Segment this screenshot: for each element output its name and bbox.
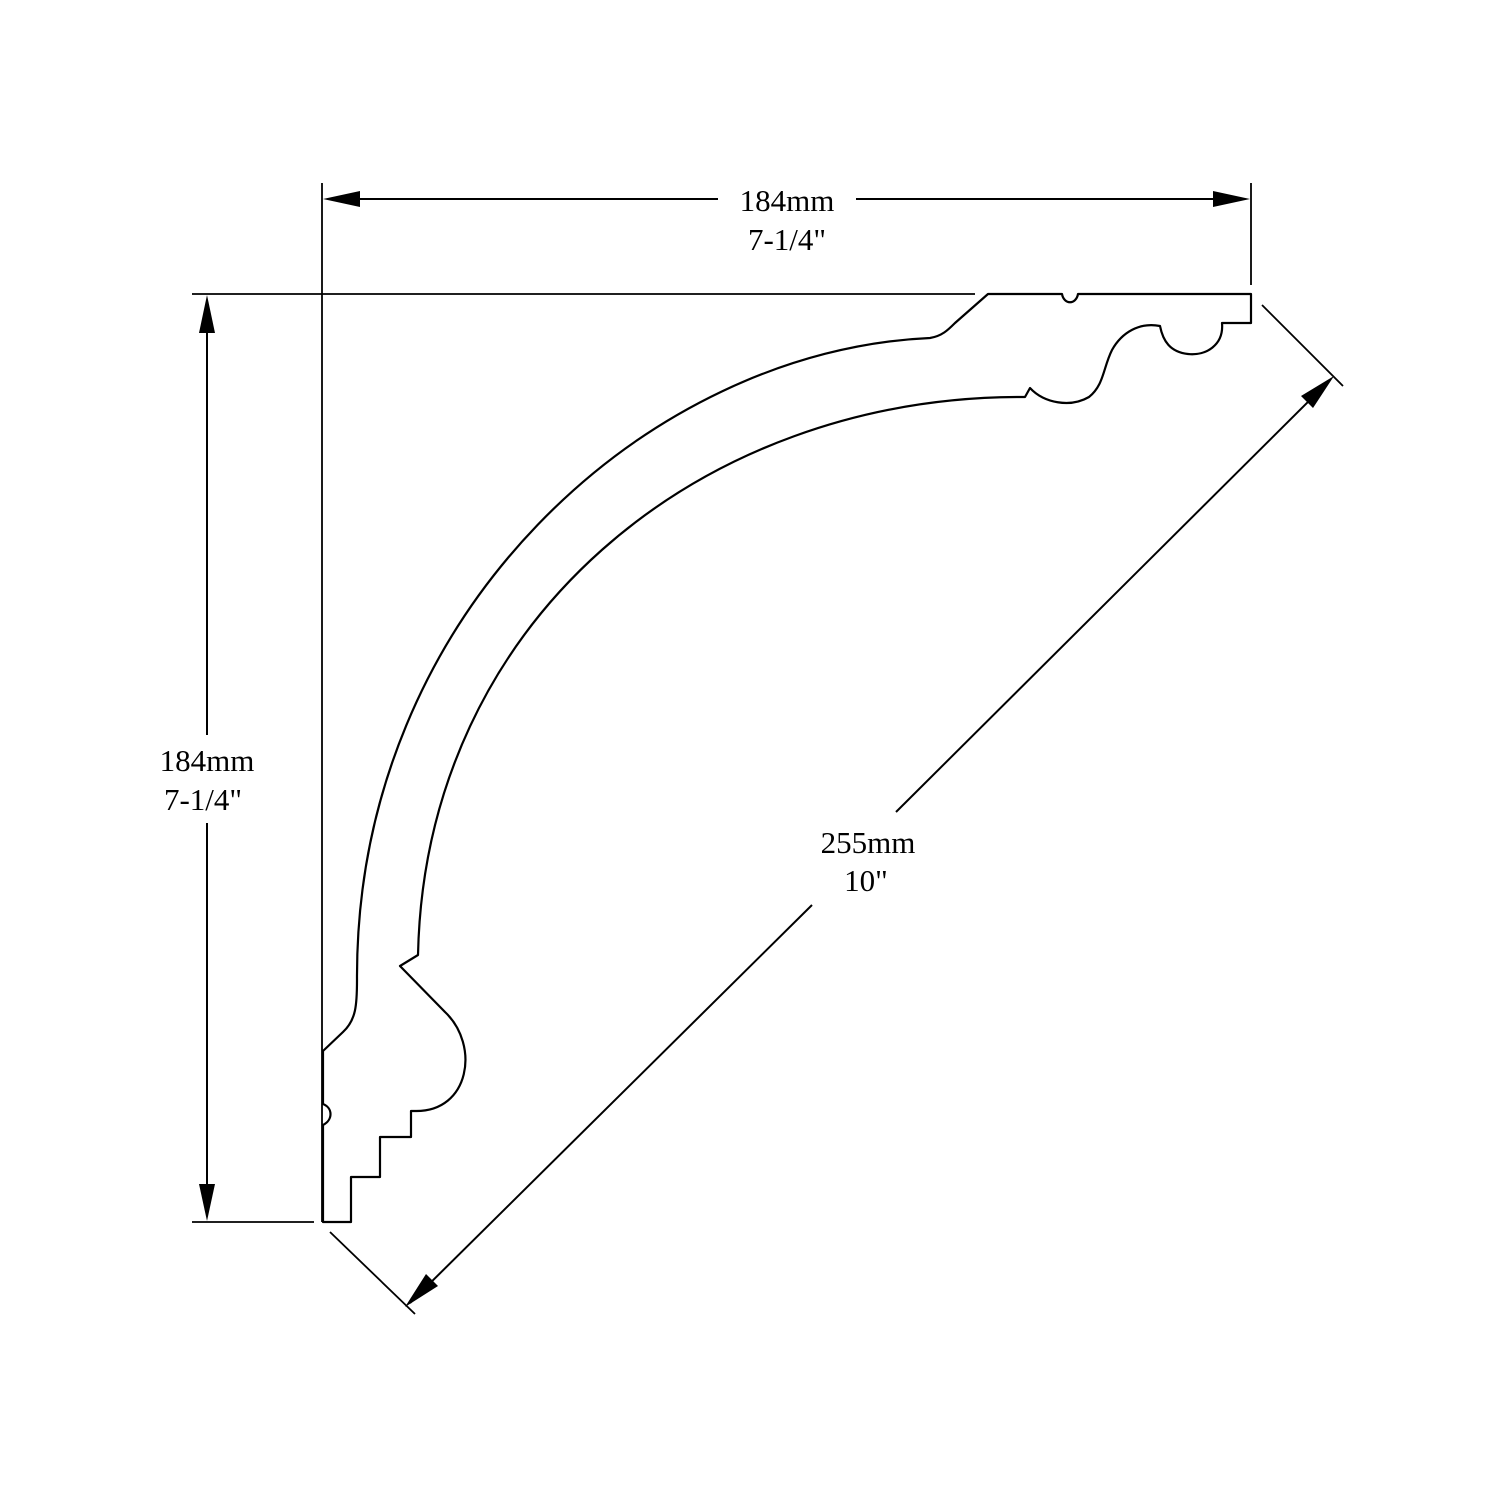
left-dim-imperial: 7-1/4"	[164, 782, 242, 817]
top-dim-imperial: 7-1/4"	[748, 222, 826, 257]
diag-dim-imperial: 10"	[844, 863, 888, 898]
left-dimension: 184mm 7-1/4"	[160, 295, 255, 1221]
molding-profile-outline	[321, 292, 1253, 1224]
diag-dim-arrow-upper	[1301, 376, 1334, 408]
diag-dim-line-upper	[895, 379, 1331, 813]
extension-lines	[192, 183, 1344, 1315]
ext-line-diag-top	[1261, 304, 1344, 387]
ext-line-diag-bottom	[329, 1231, 416, 1315]
left-dim-arrow-bottom	[199, 1184, 215, 1221]
top-dim-arrow-right	[1213, 191, 1250, 207]
top-dimension: 184mm 7-1/4"	[323, 183, 1250, 257]
diag-dim-arrow-lower	[405, 1274, 438, 1307]
left-dim-arrow-top	[199, 295, 215, 333]
diagonal-dimension: 255mm 10"	[405, 376, 1334, 1307]
diag-dim-line-lower	[409, 904, 813, 1304]
left-dim-metric: 184mm	[160, 743, 255, 778]
top-dim-arrow-left	[323, 191, 360, 207]
diag-dim-metric: 255mm	[821, 825, 916, 860]
top-dim-metric: 184mm	[740, 183, 835, 218]
